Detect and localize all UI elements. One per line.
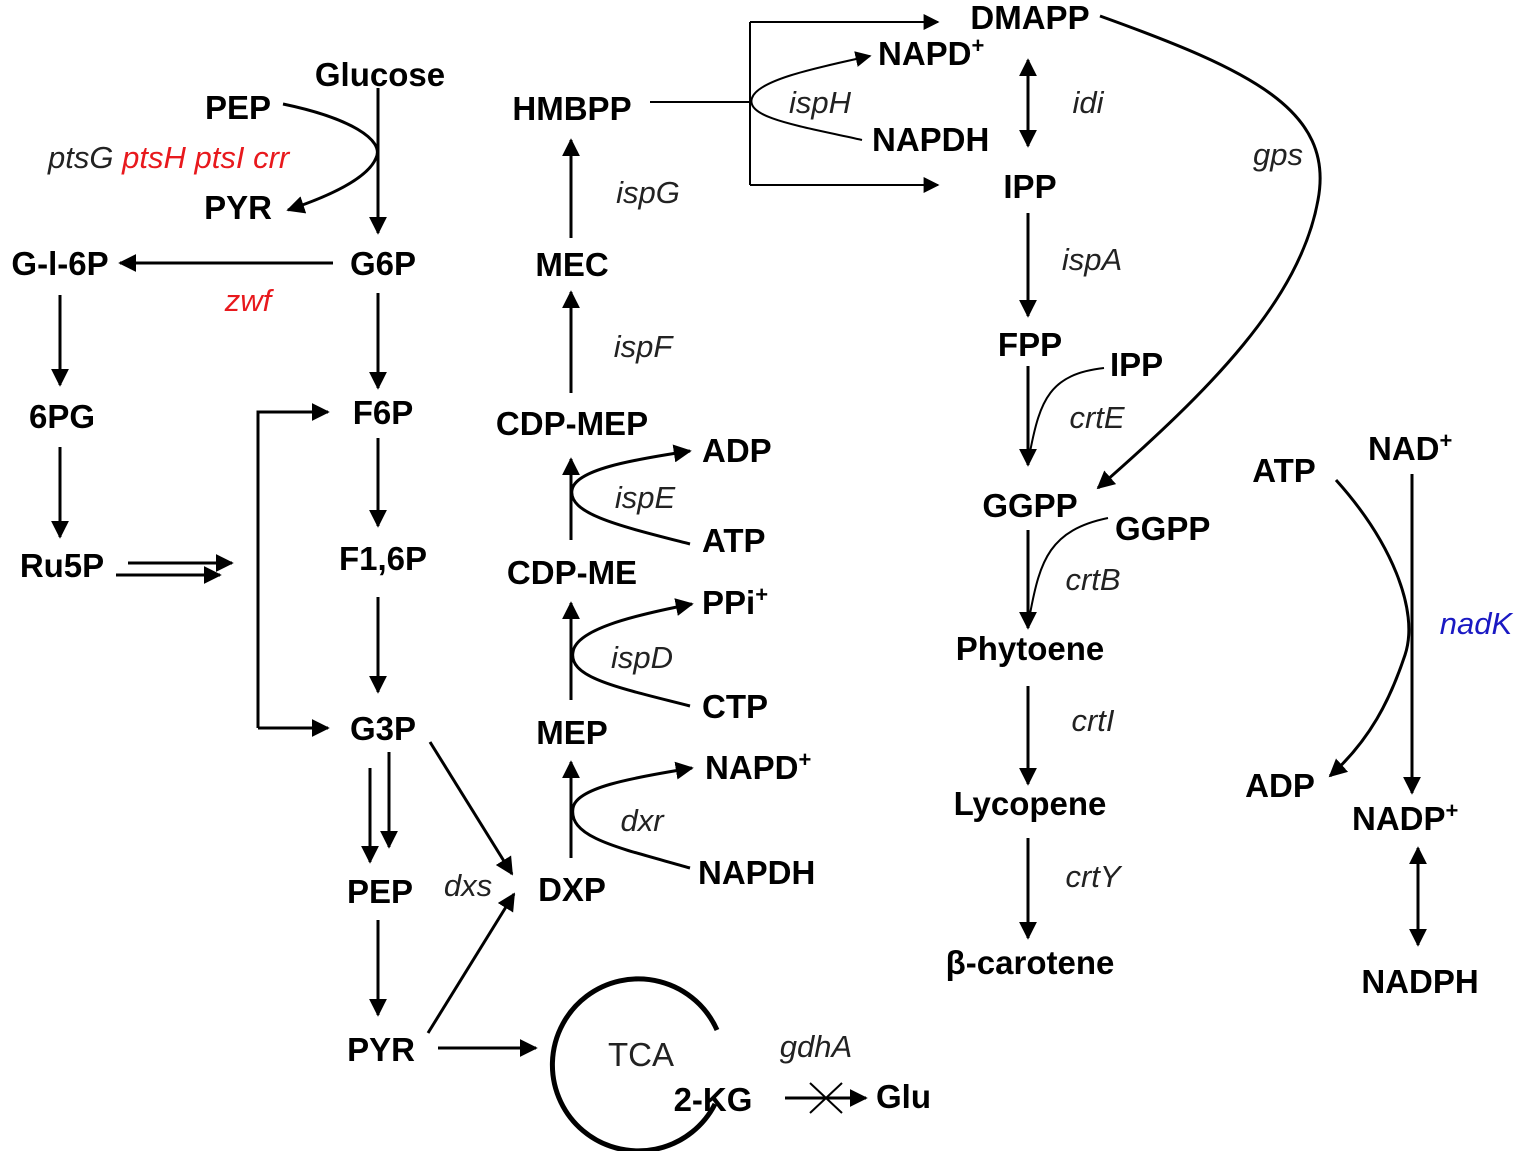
label-2kg: 2-KG	[674, 1081, 753, 1118]
genes: ptsG ptsH ptsI crr zwf dxs dxr ispD ispE…	[47, 85, 1514, 1064]
gene-ispa: ispA	[1062, 242, 1122, 277]
label-mec: MEC	[535, 246, 608, 283]
label-atp-ispe: ATP	[702, 522, 766, 559]
label-nadp-plus: NADP+	[1352, 798, 1458, 837]
label-pep-top: PEP	[205, 89, 271, 126]
label-ggpp-side: GGPP	[1115, 510, 1210, 547]
gene-dxs: dxs	[444, 868, 492, 903]
gene-idi: idi	[1072, 85, 1104, 120]
label-f16p: F1,6P	[339, 540, 427, 577]
gene-gps: gps	[1253, 137, 1303, 172]
label-nadph: NADPH	[1361, 963, 1478, 1000]
gene-nadk: nadK	[1440, 606, 1514, 641]
gene-ispd: ispD	[611, 640, 673, 675]
arrow-g3p-dxp	[428, 741, 514, 876]
gene-ptsg: ptsG	[47, 140, 113, 175]
label-fpp: FPP	[998, 326, 1062, 363]
label-cdp-mep: CDP-MEP	[496, 405, 648, 442]
block-cross-2	[809, 1082, 843, 1114]
tca-cycle-circle	[549, 976, 720, 1151]
label-ppi: PPi+	[702, 582, 768, 621]
arrows	[51, 14, 1427, 1151]
gene-crte: crtE	[1069, 400, 1124, 435]
label-cdp-me: CDP-ME	[507, 554, 637, 591]
gene-crty: crtY	[1065, 859, 1122, 894]
label-adp-ispe: ADP	[702, 432, 772, 469]
arrow-atp-adp-nadk	[1328, 478, 1411, 778]
label-hmbpp: HMBPP	[512, 90, 631, 127]
label-ipp: IPP	[1003, 168, 1056, 205]
label-g6p: G6P	[350, 245, 416, 282]
label-dxp: DXP	[538, 871, 606, 908]
arrow-ispd-cofactor	[571, 598, 694, 708]
metabolites: Glucose PEP PYR G6P G-l-6P 6PG Ru5P F6P …	[11, 0, 1478, 1118]
gene-ptsh: ptsH	[121, 140, 186, 175]
arrow-dxr-cofactor	[571, 761, 694, 870]
gene-crr: crr	[253, 140, 291, 175]
arrow-pyr-dxp	[426, 892, 516, 1034]
gene-crtb: crtB	[1065, 562, 1120, 597]
label-f6p: F6P	[353, 394, 414, 431]
label-ipp-side: IPP	[1110, 346, 1163, 383]
label-adp-nadk: ADP	[1245, 767, 1315, 804]
arrow-crtb-ggpp-in	[1029, 517, 1109, 615]
arrow-ispe-cofactor	[570, 444, 692, 546]
label-pyr-top: PYR	[204, 189, 272, 226]
label-g3p: G3P	[350, 710, 416, 747]
label-napd-plus-dxr: NAPD+	[705, 747, 811, 786]
label-bcarotene: β-carotene	[946, 944, 1115, 981]
arrow-crte-ipp-in	[1029, 367, 1105, 453]
arrow-isph-cofactor	[750, 51, 872, 141]
gene-gdha: gdhA	[780, 1029, 852, 1064]
label-napd-plus-top: NAPD+	[878, 33, 984, 72]
arrow-dmapp-ggpp	[1096, 14, 1322, 490]
gene-ispf: ispF	[614, 329, 675, 364]
label-tca: TCA	[608, 1036, 674, 1073]
arrow-pep-pyr-pts	[282, 102, 379, 214]
gene-isph: ispH	[789, 85, 852, 120]
gene-ptsi: ptsI	[193, 140, 244, 175]
label-ctp: CTP	[702, 688, 768, 725]
label-pyr: PYR	[347, 1031, 415, 1068]
label-atp-nadk: ATP	[1252, 452, 1316, 489]
arrow-bracket-f6p	[256, 403, 330, 728]
gene-ispg: ispG	[616, 175, 680, 210]
label-napdh-dxr: NAPDH	[698, 854, 815, 891]
label-napdh-top: NAPDH	[872, 121, 989, 158]
gene-zwf: zwf	[224, 283, 275, 318]
gene-crti: crtI	[1071, 703, 1114, 738]
label-ggpp: GGPP	[982, 487, 1077, 524]
label-nad-plus: NAD+	[1368, 428, 1452, 467]
label-mep: MEP	[536, 714, 608, 751]
label-ru5p: Ru5P	[20, 547, 104, 584]
label-phytoene: Phytoene	[956, 630, 1105, 667]
label-gl6p: G-l-6P	[11, 245, 108, 282]
label-6pg: 6PG	[29, 398, 95, 435]
label-pep: PEP	[347, 873, 413, 910]
label-lycopene: Lycopene	[954, 785, 1107, 822]
gene-pts-group: ptsG ptsH ptsI crr	[47, 140, 291, 175]
gene-ispe: ispE	[615, 480, 676, 515]
gene-dxr: dxr	[620, 803, 665, 838]
label-glu: Glu	[876, 1078, 931, 1115]
label-glucose: Glucose	[315, 56, 445, 93]
label-dmapp: DMAPP	[970, 0, 1089, 36]
